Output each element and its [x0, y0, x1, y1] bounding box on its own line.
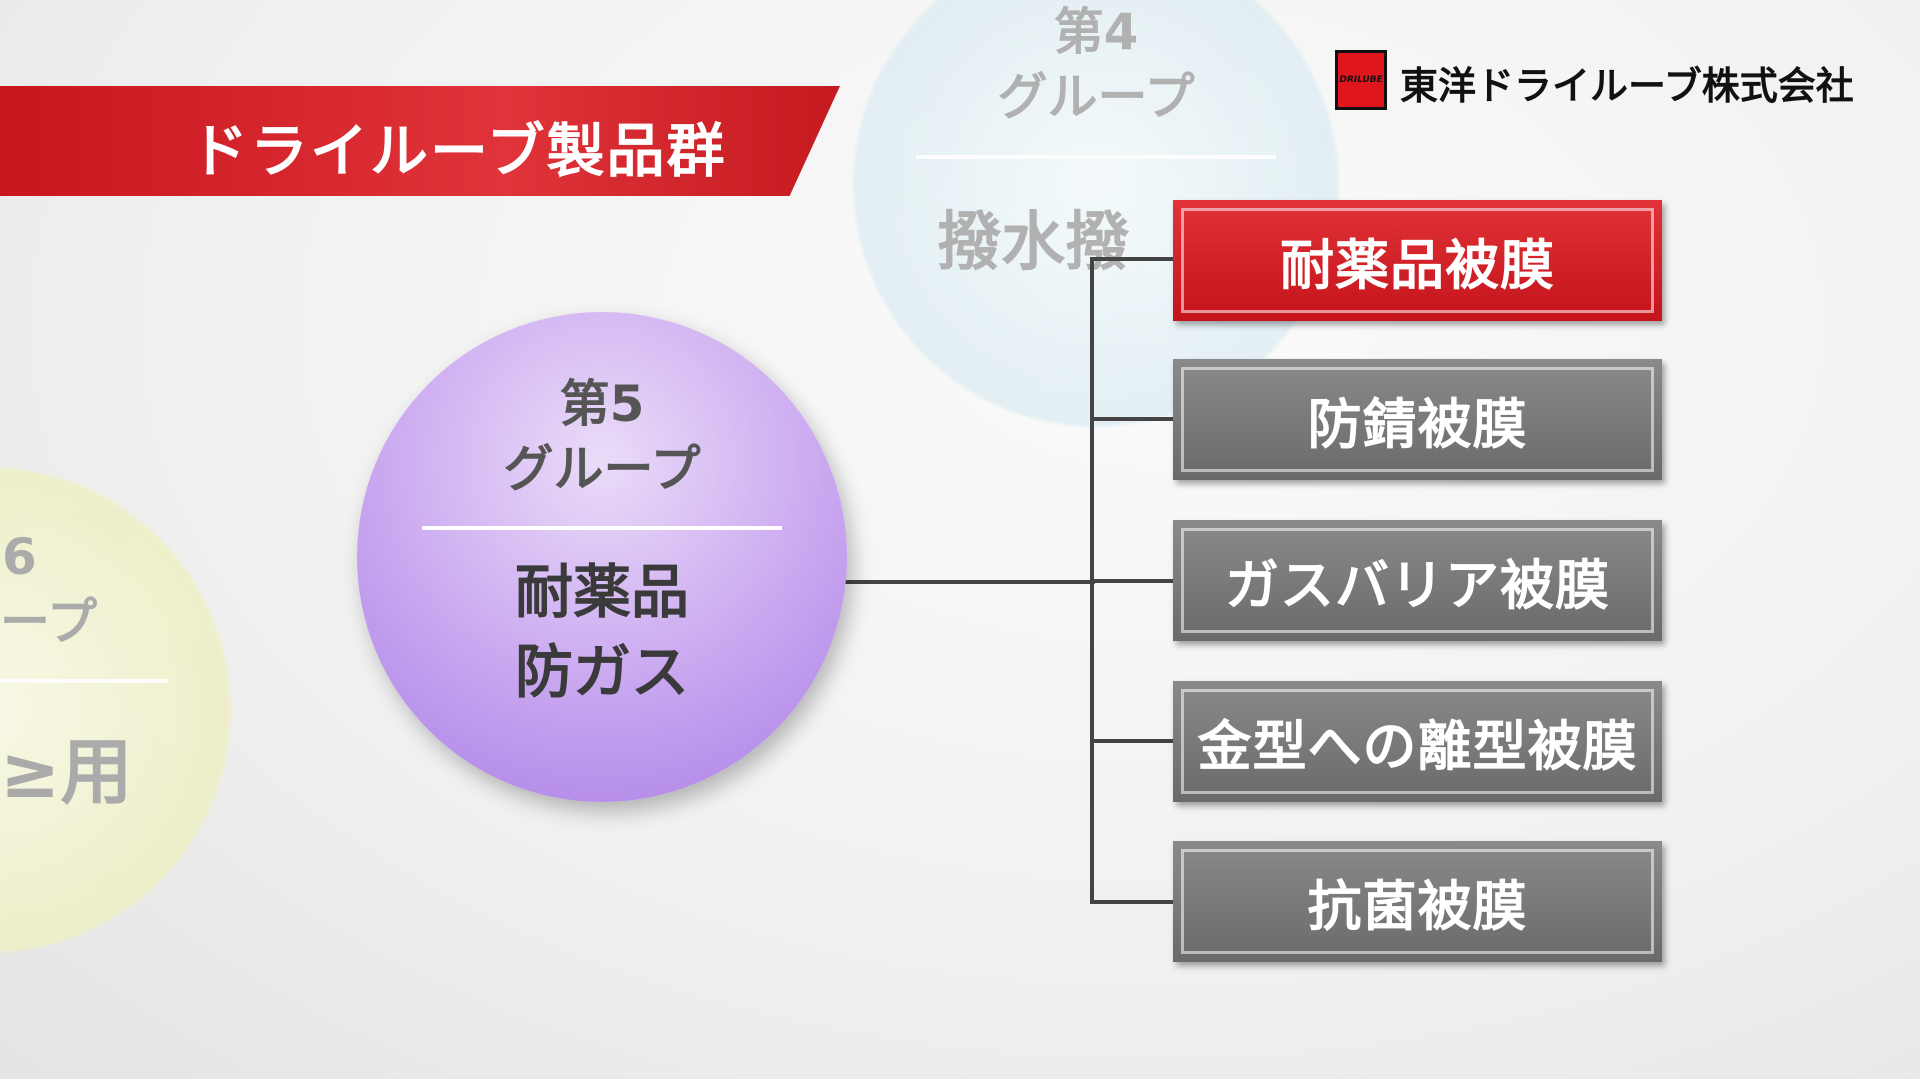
product-label: 耐薬品被膜: [1280, 234, 1555, 297]
product-antibacterial[interactable]: 抗菌被膜: [1173, 841, 1662, 962]
company-logo-icon: DRILUBE: [1335, 50, 1387, 110]
group-5-number: 第5: [559, 375, 645, 433]
product-label: ガスバリア被膜: [1225, 554, 1610, 617]
group-5-label: グループ: [503, 440, 701, 498]
divider: [916, 155, 1276, 159]
product-label: 防錆被膜: [1307, 393, 1528, 456]
product-anti-rust[interactable]: 防錆被膜: [1173, 359, 1662, 480]
group-6-circle[interactable]: 6 ープ ≥用: [0, 465, 233, 955]
product-gas-barrier[interactable]: ガスバリア被膜: [1173, 520, 1662, 641]
group-4-desc: 撥水撥: [937, 206, 1129, 280]
group-5-circle[interactable]: 第5 グループ 耐薬品 防ガス: [357, 312, 847, 802]
group-6-number: 6: [2, 528, 37, 586]
product-mold-release[interactable]: 金型への離型被膜: [1173, 681, 1662, 802]
connector-main: [845, 580, 1095, 584]
group-4-label: グループ: [997, 68, 1195, 126]
company-name: 東洋ドライルーブ株式会社: [1400, 64, 1854, 108]
title-banner: ドライルーブ製品群: [0, 86, 840, 196]
connector-branch: [1090, 579, 1175, 583]
group-5-desc-1: 耐薬品: [514, 558, 689, 626]
group-6-desc: ≥用: [0, 730, 133, 814]
connector-branch: [1090, 257, 1175, 261]
logo-text: DRILUBE: [1339, 75, 1383, 85]
connector-branch: [1090, 900, 1175, 904]
connector-branch: [1090, 417, 1175, 421]
product-label: 抗菌被膜: [1307, 875, 1528, 938]
connector-branch: [1090, 739, 1175, 743]
product-chemical-resistant[interactable]: 耐薬品被膜: [1173, 200, 1662, 321]
group-5-desc-2: 防ガス: [514, 638, 689, 706]
group-4-number: 第4: [1053, 3, 1139, 61]
product-label: 金型への離型被膜: [1197, 715, 1638, 778]
divider: [422, 526, 782, 530]
group-6-label: ープ: [0, 593, 97, 651]
divider: [0, 679, 168, 683]
page-title: ドライルーブ製品群: [190, 117, 727, 185]
